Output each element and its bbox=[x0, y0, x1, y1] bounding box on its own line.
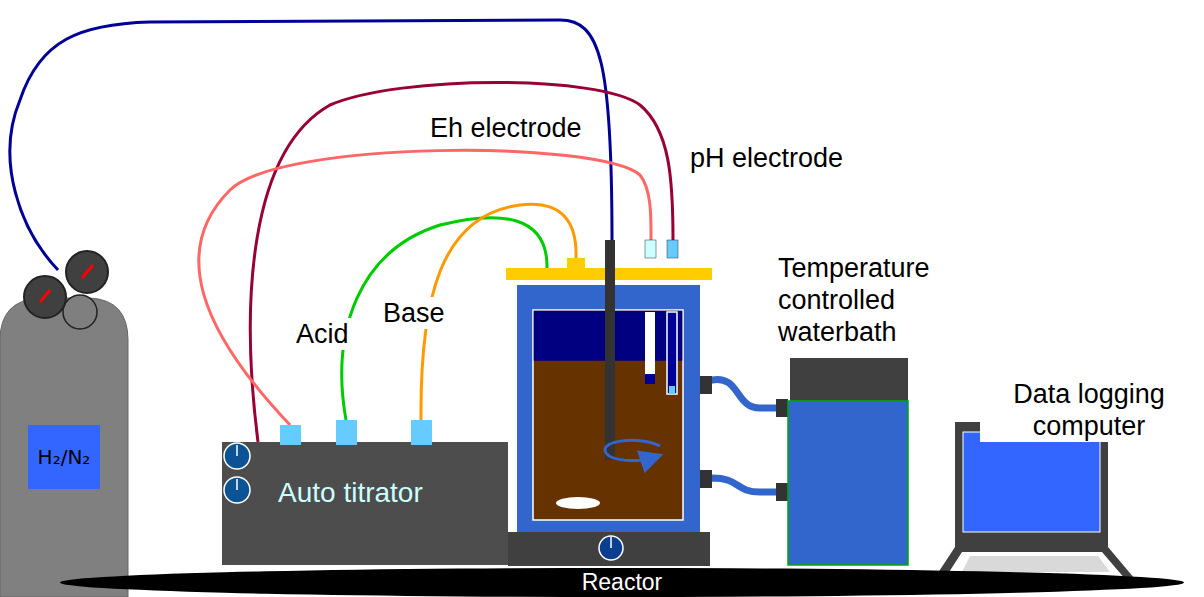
part-label: Acid bbox=[294, 318, 351, 350]
node-text: Auto titrator bbox=[278, 477, 423, 509]
gas-line bbox=[10, 20, 612, 270]
gas-cylinder bbox=[0, 251, 128, 597]
part-label: Temperature controlled waterbath bbox=[776, 252, 976, 348]
part-label: Data logging computer bbox=[980, 378, 1198, 442]
port bbox=[336, 420, 357, 445]
water-bath bbox=[700, 358, 908, 565]
cylinder-label: H₂/N₂ bbox=[28, 425, 100, 489]
part-label: pH electrode bbox=[688, 142, 845, 174]
laptop bbox=[930, 422, 1140, 585]
node-text: H₂/N₂ bbox=[38, 446, 91, 469]
knob bbox=[224, 477, 250, 503]
port bbox=[411, 420, 432, 445]
knob bbox=[224, 443, 250, 469]
titrator-body bbox=[222, 442, 508, 565]
part-label: Base bbox=[381, 297, 447, 329]
reactor-vessel bbox=[506, 240, 712, 566]
acid-tube bbox=[342, 218, 547, 420]
device-box: Auto titrator bbox=[222, 442, 508, 565]
node-text: Reactor bbox=[582, 569, 663, 595]
port bbox=[280, 425, 301, 445]
base-ellipse: Reactor bbox=[60, 568, 1184, 597]
part-label: Eh electrode bbox=[428, 112, 584, 144]
